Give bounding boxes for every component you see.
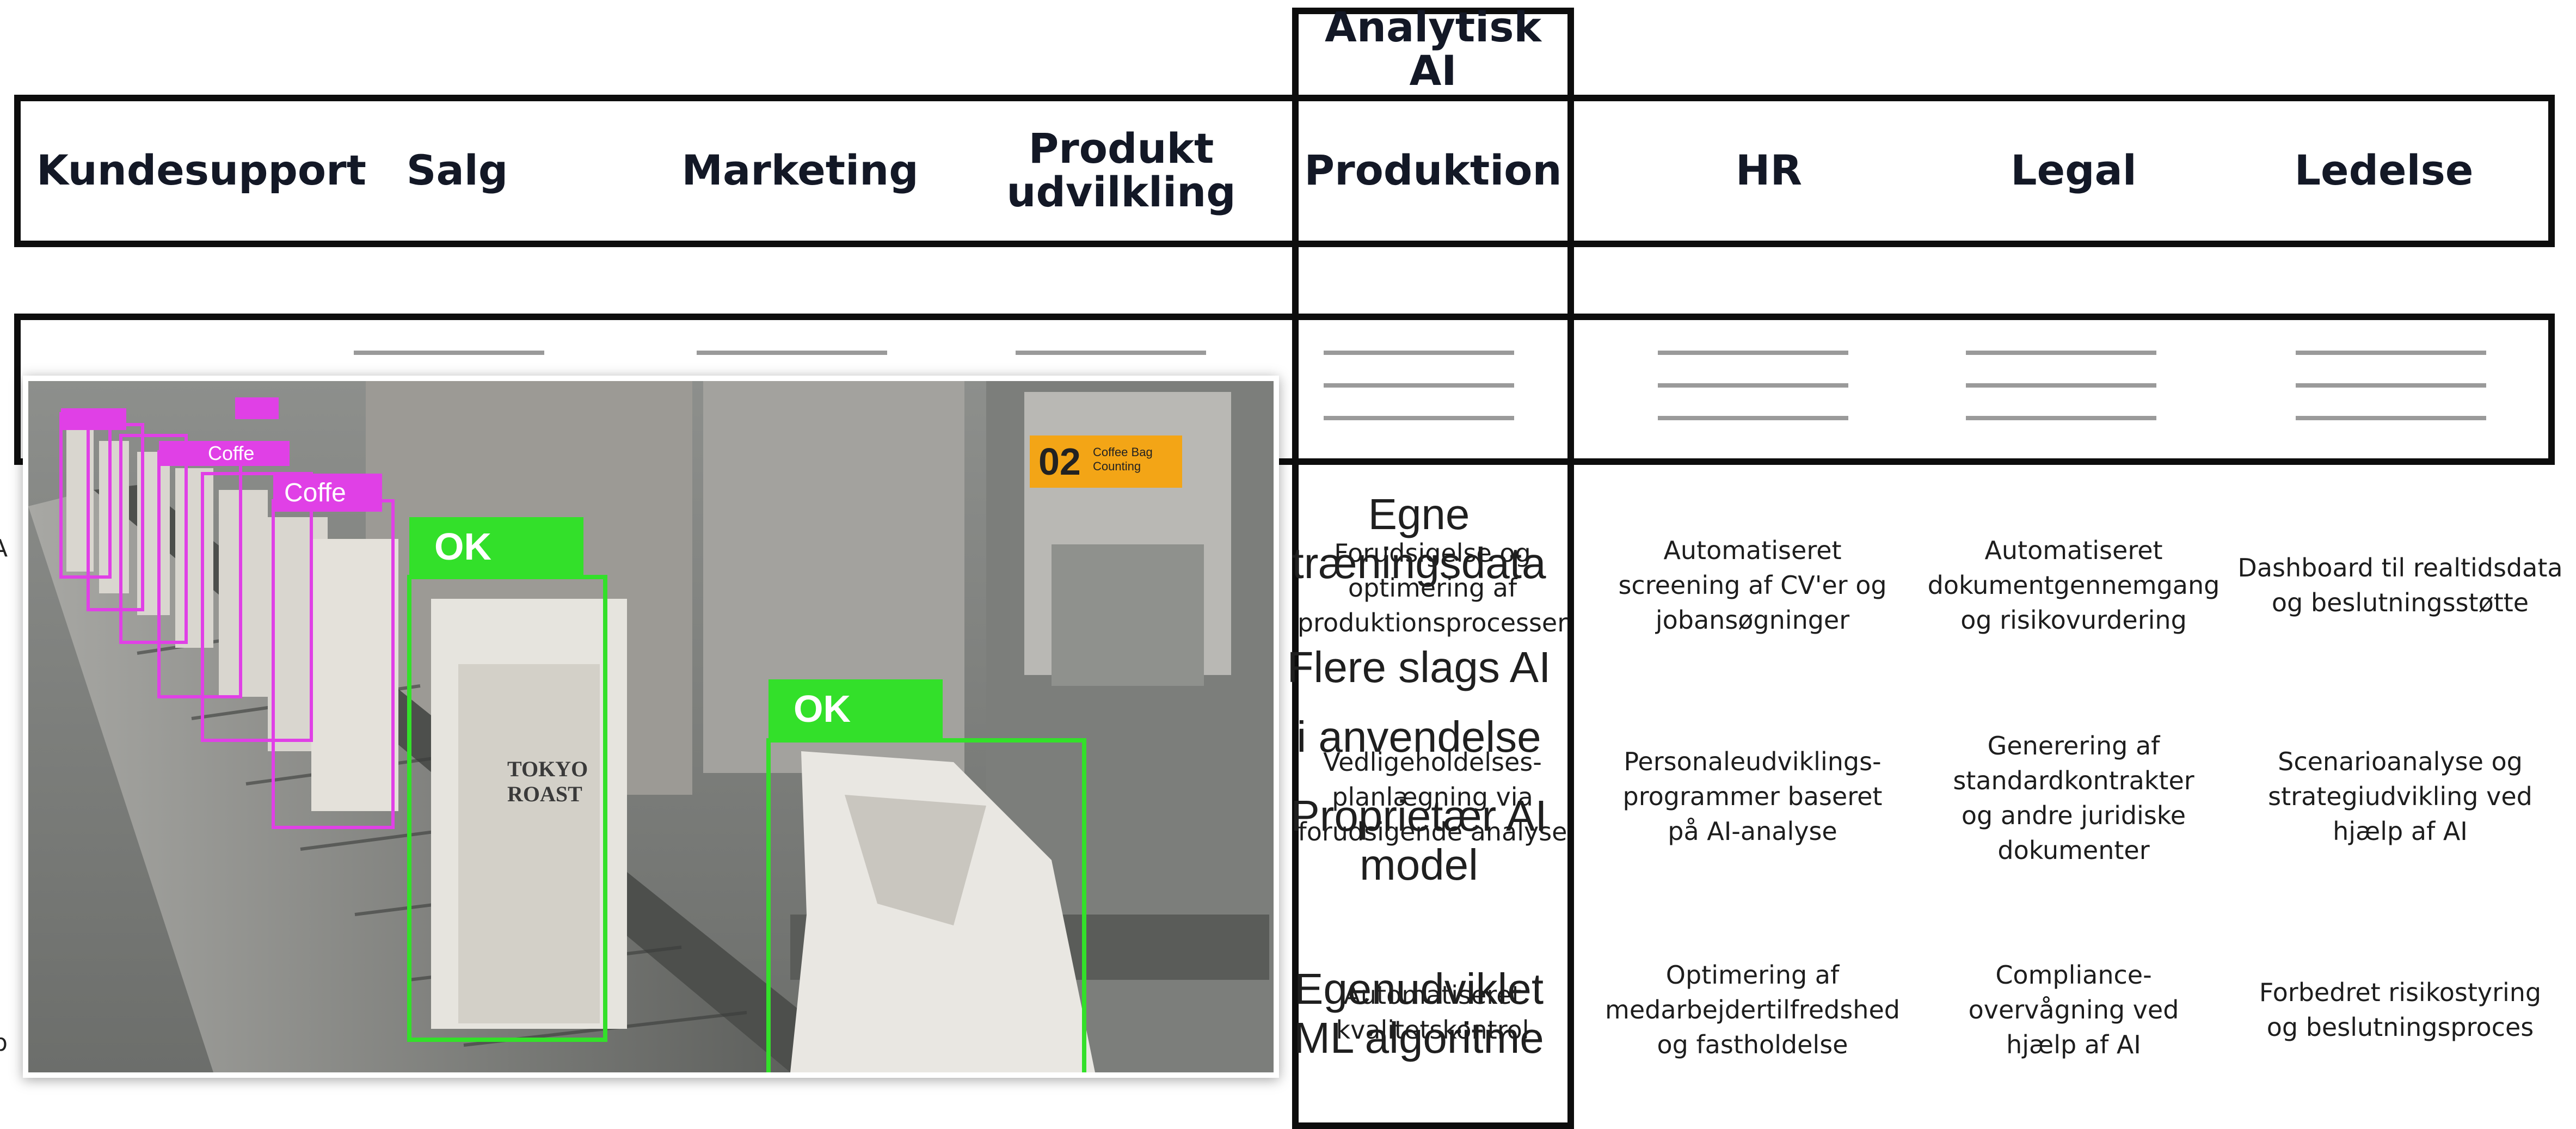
hr-cell-3: Optimering af medarbejdertilfredshed og … [1605, 960, 1900, 1059]
overlay-egenudviklet-ml-algoritme: Egenudviklet ML algoritme [1294, 965, 1544, 1062]
header-produkt-udvikling: Produkt udvilkling [1006, 124, 1236, 216]
clipped-text-fragment: A [0, 535, 8, 562]
placeholder-line [697, 351, 887, 355]
legal-cell-2: Generering af standardkontrakter og andr… [1953, 731, 2194, 865]
placeholder-line [1324, 416, 1514, 420]
ok-label: OK [794, 688, 851, 730]
legal-cell-3: Compliance-overvågning ved hjælp af AI [1968, 960, 2179, 1059]
ledelse-cell-3: Forbedret risikostyring og beslutningspr… [2259, 978, 2542, 1042]
header-hr: HR [1735, 146, 1803, 195]
ok-label: OK [434, 525, 491, 568]
placeholder-line [1966, 416, 2156, 420]
station-number: 02 [1038, 440, 1081, 483]
clipped-text-fragment: b [0, 1029, 8, 1057]
ledelse-cell-2: Scenarioanalyse og strategiudvikling ved… [2268, 747, 2532, 846]
conveyor-photo-illustration [28, 381, 1274, 1072]
overlay-flere-slags-ai: Flere slags AI i anvendelse [1287, 643, 1551, 761]
placeholder-line [2296, 383, 2486, 388]
header-salg: Salg [406, 146, 508, 195]
placeholder-line [1658, 383, 1848, 388]
header-row-box [14, 95, 2555, 247]
bag-print: TOKYO ROAST [507, 757, 588, 806]
produktion-cell-2: Vedligeholdelses-planlægning via forudsi… [1298, 747, 1567, 846]
produktion-cell-1: Forudsigelse og optimering af produktion… [1297, 538, 1568, 637]
header-marketing: Marketing [681, 146, 919, 195]
highlight-title: Analytisk AI [1325, 3, 1541, 95]
legal-cell-1: Automatiseret dokumentgennemgang og risi… [1927, 536, 2220, 635]
produktion-cell-3: Automatiseret kvalitetskontrol [1336, 980, 1529, 1045]
placeholder-line [2296, 351, 2486, 355]
header-produktion: Produktion [1304, 146, 1562, 195]
hr-cell-2: Personaleudviklings-programmer baseret p… [1622, 747, 1883, 846]
ledelse-cell-1: Dashboard til realtidsdata og beslutning… [2237, 553, 2563, 617]
conveyor-photo: OK OK Coffe Coffe 02 Coffee Bag Counting… [23, 376, 1279, 1078]
placeholder-line [1966, 351, 2156, 355]
placeholder-line [1658, 416, 1848, 420]
coffee-detection-label: Coffe [208, 442, 255, 464]
overlay-egne-traeningsdata: Egne træningsdata [1292, 490, 1546, 587]
coffee-detection-label: Coffe [284, 478, 346, 507]
header-ledelse: Ledelse [2294, 146, 2474, 195]
placeholder-line [1966, 383, 2156, 388]
placeholder-line [1658, 351, 1848, 355]
placeholder-line [1016, 351, 1206, 355]
placeholder-line [1324, 351, 1514, 355]
placeholder-line [1324, 383, 1514, 388]
placeholder-line [354, 351, 544, 355]
header-kundesupport: Kundesupport [36, 146, 366, 195]
header-legal: Legal [2011, 146, 2137, 195]
overlay-proprietaer-ai-model: Proprietær AI model [1290, 791, 1547, 889]
placeholder-line [2296, 416, 2486, 420]
hr-cell-1: Automatiseret screening af CV'er og joba… [1618, 536, 1887, 635]
station-text: Coffee Bag Counting [1093, 445, 1153, 473]
